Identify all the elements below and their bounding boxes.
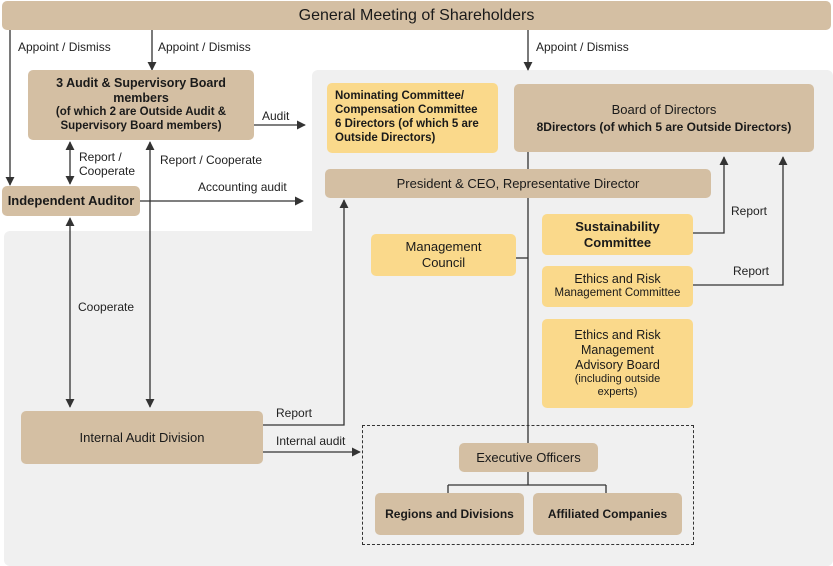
appoint-dismiss-label-1: Appoint / Dismiss — [18, 40, 111, 54]
nominating-line4: Outside Directors) — [335, 131, 436, 144]
executive-area-frame — [362, 425, 694, 545]
internal-audit-division: Internal Audit Division — [21, 411, 263, 464]
report-label-sustainability: Report — [731, 204, 768, 218]
nominating-line3: 6 Directors (of which 5 are — [335, 118, 479, 130]
board-line1: Board of Directors — [611, 101, 717, 117]
audit-board-line2: members — [113, 91, 169, 106]
independent-auditor-label: Independent Auditor — [7, 193, 135, 209]
board-of-directors: Board of Directors 8Directors (of which … — [514, 84, 814, 152]
ethics-risk-line2: Management Committee — [554, 287, 681, 300]
shareholders-label: General Meeting of Shareholders — [298, 6, 535, 24]
ethics-risk-line1: Ethics and Risk — [574, 272, 661, 287]
president-label: President & CEO, Representative Director — [396, 175, 640, 191]
appoint-dismiss-label-2: Appoint / Dismiss — [158, 40, 251, 54]
cooperate-label: Cooperate — [78, 300, 135, 314]
affiliated-companies: Affiliated Companies — [533, 493, 682, 535]
audit-board-line1: 3 Audit & Supervisory Board — [56, 76, 226, 91]
sustainability-line1: Sustainability — [575, 218, 660, 234]
ethics-risk-advisory-board: Ethics and Risk Management Advisory Boar… — [542, 319, 693, 408]
report-label-internal-audit: Report — [276, 406, 313, 420]
advisory-line2: Management — [581, 342, 654, 357]
sustainability-line2: Committee — [583, 234, 652, 250]
internal-audit-label: Internal Audit Division — [79, 429, 205, 445]
audit-label: Audit — [262, 109, 290, 123]
ethics-risk-management-committee: Ethics and Risk Management Committee — [542, 266, 693, 307]
nominating-line1: Nominating Committee/ — [335, 90, 465, 103]
report-cooperate-label-1b: Cooperate — [79, 164, 136, 178]
appoint-dismiss-label-3: Appoint / Dismiss — [536, 40, 629, 54]
regions-and-divisions: Regions and Divisions — [375, 493, 524, 535]
board-line2: 8Directors (of which 5 are Outside Direc… — [536, 120, 792, 135]
executive-officers-label: Executive Officers — [476, 449, 581, 465]
advisory-line4: (including outside — [574, 372, 661, 385]
audit-board-line4: Supervisory Board members) — [60, 120, 222, 132]
management-council-line2: Council — [421, 255, 466, 270]
sustainability-committee: Sustainability Committee — [542, 214, 693, 255]
advisory-line5: experts) — [597, 386, 638, 398]
report-cooperate-label-1a: Report / — [79, 150, 122, 164]
president-ceo: President & CEO, Representative Director — [325, 169, 711, 198]
general-meeting-of-shareholders: General Meeting of Shareholders — [2, 1, 831, 30]
nominating-line2: Compensation Committee — [335, 104, 478, 117]
independent-auditor: Independent Auditor — [2, 186, 140, 216]
internal-audit-edge-label: Internal audit — [276, 434, 346, 448]
advisory-line1: Ethics and Risk — [574, 327, 661, 342]
management-council: Management Council — [371, 234, 516, 276]
regions-label: Regions and Divisions — [385, 506, 514, 521]
audit-supervisory-board: 3 Audit & Supervisory Board members (of … — [28, 70, 254, 140]
report-cooperate-label-2: Report / Cooperate — [160, 153, 263, 167]
report-label-ethics: Report — [733, 264, 770, 278]
affiliated-label: Affiliated Companies — [547, 506, 668, 521]
advisory-line3: Advisory Board — [575, 357, 660, 372]
nominating-compensation-committee: Nominating Committee/ Compensation Commi… — [327, 83, 498, 153]
audit-board-line3: (of which 2 are Outside Audit & — [55, 106, 227, 119]
executive-officers: Executive Officers — [459, 443, 598, 472]
accounting-audit-label: Accounting audit — [198, 180, 287, 194]
management-council-line1: Management — [405, 239, 482, 255]
